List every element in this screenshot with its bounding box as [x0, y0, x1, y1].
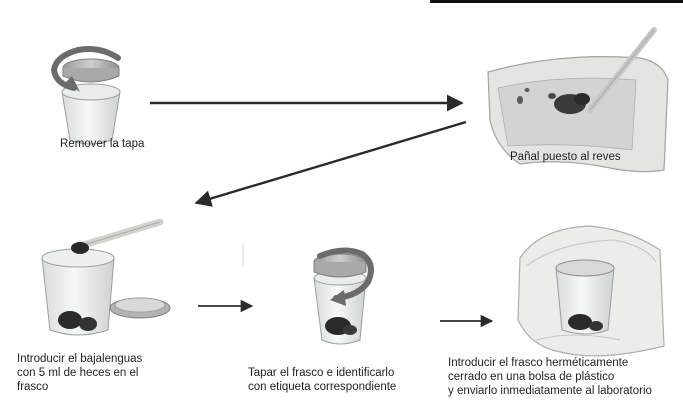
specimen-jar-icon [41, 248, 115, 336]
caption-line: Introducir el bajalenguas [17, 353, 143, 365]
caption-line: con etiqueta correspondiente [248, 381, 397, 393]
caption-close-label: Tapar el frasco e identificarlo con etiq… [248, 366, 396, 394]
diaper-icon [487, 27, 669, 173]
caption-remove-lid: Remover la tapa [60, 137, 144, 151]
caption-line: Tapar el frasco e identificarlo [248, 367, 395, 379]
specimen-jar-icon [555, 259, 615, 335]
spatula-icon [71, 218, 164, 254]
jar-lid-icon [109, 297, 171, 319]
caption-line: Introducir el frasco herméticamente [448, 357, 629, 369]
caption-line: Remover la tapa [60, 138, 145, 150]
caption-bag-send: Introducir el frasco herméticamente cerr… [448, 356, 683, 398]
rotate-arrow-icon [50, 46, 121, 92]
rotate-arrow-icon [317, 247, 374, 306]
caption-line: y enviarlo inmediatamente al laboratorio [448, 385, 652, 397]
caption-line: cerrado en una bolsa de plástico [448, 371, 615, 383]
caption-line: con 5 ml de heces en el [17, 367, 139, 379]
caption-diaper: Pañal puesto al reves [510, 150, 621, 164]
caption-line: frasco [17, 381, 49, 393]
caption-insert-spatula: Introducir el bajalenguas con 5 ml de he… [17, 352, 142, 394]
flow-arrow-2 [194, 120, 467, 207]
top-edge-strip [430, 0, 683, 3]
specimen-jar-icon [61, 58, 121, 145]
caption-line: Pañal puesto al reves [510, 151, 621, 163]
